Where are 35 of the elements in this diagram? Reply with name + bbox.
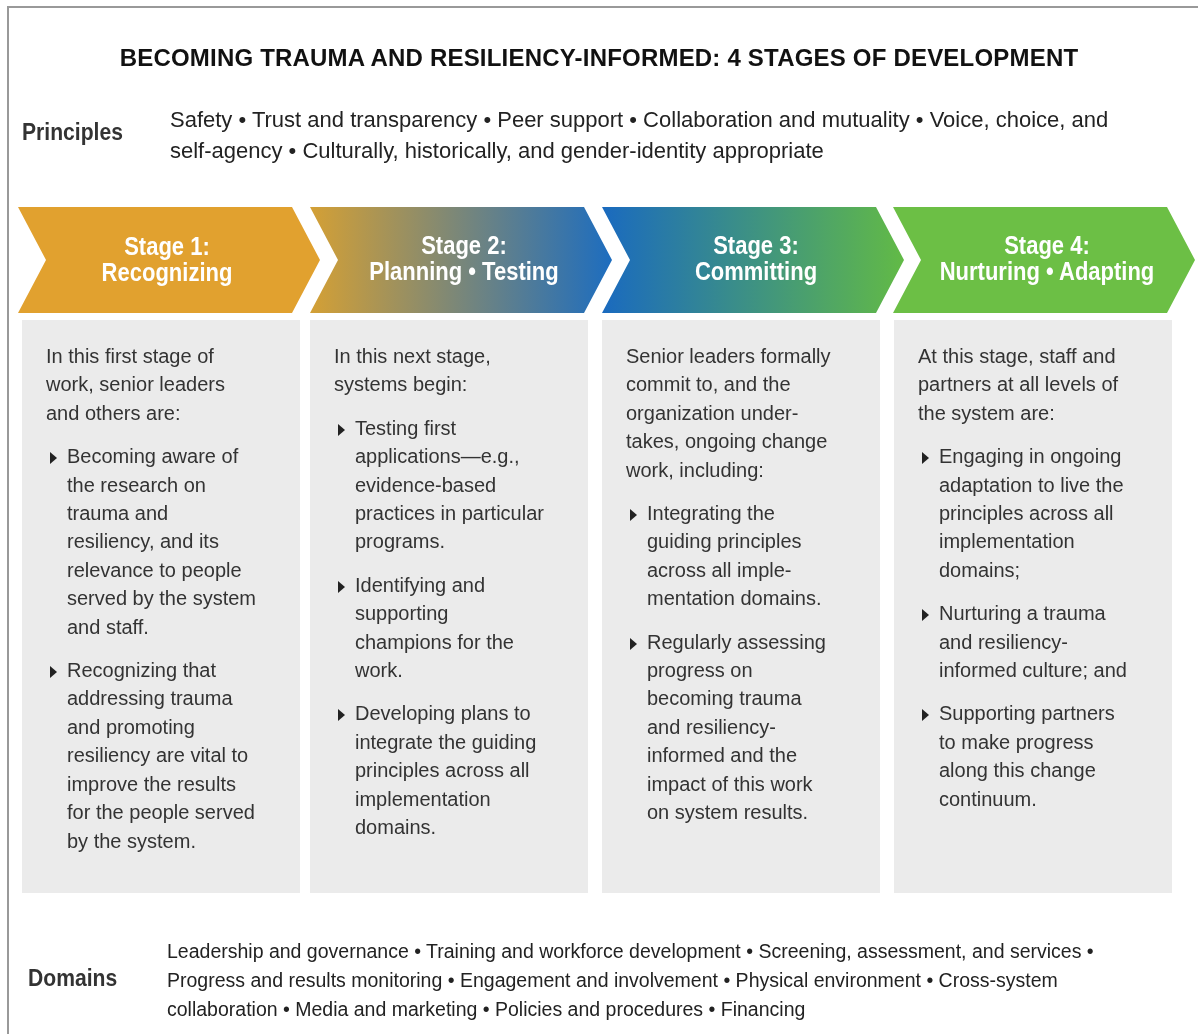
bullet-text: Nurturing a trauma and resiliency-informed culture; and	[939, 602, 1127, 682]
stage-title: Stage 1:	[123, 233, 211, 259]
bullet-text: Developing plans to integrate the guiding principles across all implementation domains.	[355, 702, 537, 839]
bullet-text: Regularly assessing progress on becoming trauma and resiliency-informed and the impact of this work on system results.	[647, 630, 826, 824]
intro-text: At this stage, staff and partners at all levels of the system are:	[918, 344, 1120, 426]
stage-header-band	[310, 207, 612, 313]
bullet-text: Recognizing that addressing trauma and promoting resiliency are vital to improve the results for the people served by the system.	[67, 659, 255, 852]
stage-title: Stage 4:	[1003, 232, 1091, 258]
stage-description-panel	[894, 320, 1172, 893]
stage-title: Recognizing	[100, 259, 234, 285]
principles-text: Safety • Trust and transparency • Peer support • Collaboration and mutuality • Voice, choice, and self-agency • Culturally, historically, and gender-identity appropriate	[170, 106, 1110, 165]
stage-title: Committing	[693, 258, 819, 284]
bullet-text: Becoming aware of the research on trauma and resiliency, and its relevance to people served by the system and staff.	[67, 445, 256, 638]
stage-description-panel	[310, 320, 588, 893]
bullet-text: Supporting partners to make progress along this change continuum.	[939, 702, 1115, 810]
section-heading: Domains	[28, 964, 119, 992]
stage-title: Stage 3:	[712, 232, 800, 258]
title: BECOMING TRAUMA AND RESILIENCY-INFORMED: 4 STAGES OF DEVELOPMENT	[118, 44, 1080, 72]
bullet-text: Testing first applications—e.g., evidence-based practices in particular programs.	[355, 416, 544, 553]
section-heading: Principles	[22, 118, 124, 146]
domains-text: Leadership and governance • Training and workforce development • Screening, assessment, and services • Progress and results monitoring • Engagement and involvement • Physical environment • Cross-system collaboration • Media and marketing • Policies and procedures • Financing	[167, 939, 1095, 1022]
stage-description-panel	[22, 320, 300, 893]
stage-header-band	[893, 207, 1195, 313]
stage-description-panel	[602, 320, 880, 893]
stage-title: Stage 2:	[420, 232, 508, 258]
bullet-text: Integrating the guiding principles across all imple-mentation domains.	[647, 502, 822, 610]
stage-title: Planning • Testing	[368, 258, 560, 284]
bullet-text: Identifying and supporting champions for the work.	[355, 573, 514, 682]
stage-title: Nurturing • Adapting	[938, 258, 1156, 284]
stage-header-band	[602, 207, 904, 313]
bullet-text: Engaging in ongoing adaptation to live the principles across all implementation domains;	[939, 445, 1124, 581]
intro-text: In this first stage of work, senior leaders and others are:	[46, 344, 226, 426]
intro-text: Senior leaders formally commit to, and the organization under-takes, ongoing change work, including:	[626, 344, 832, 483]
stage-header-band	[18, 207, 320, 313]
intro-text: In this next stage, systems begin:	[334, 344, 492, 398]
